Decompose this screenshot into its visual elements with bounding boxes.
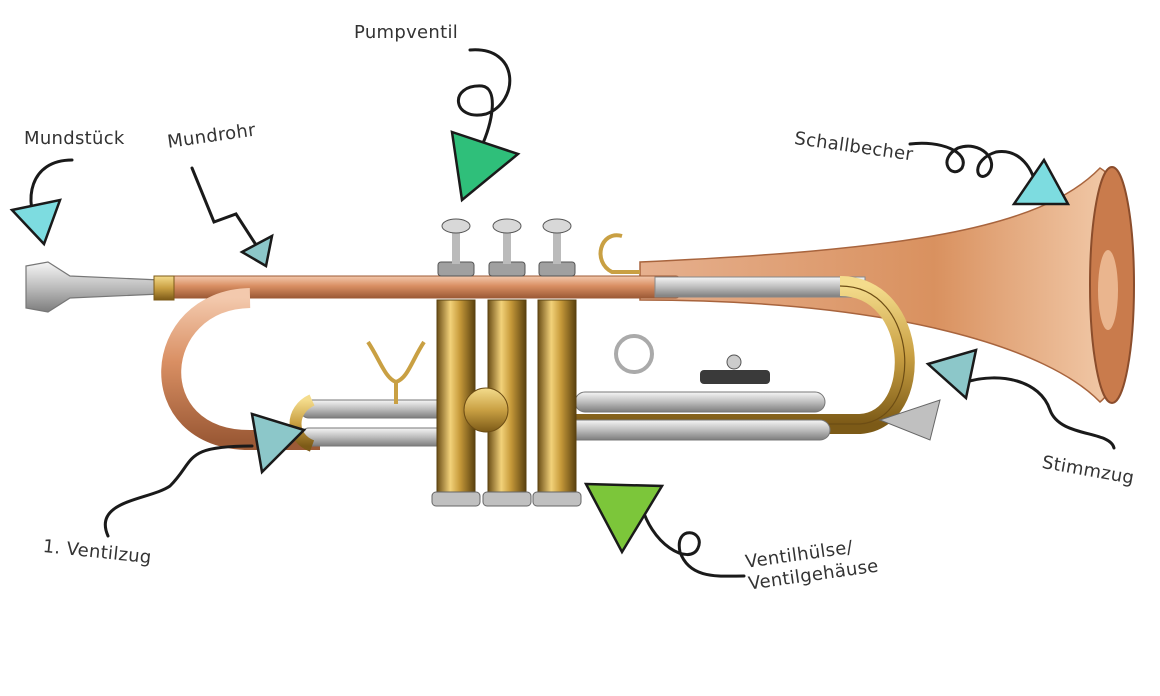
arrow-mundrohr [190, 166, 260, 250]
marker-mundstueck [9, 198, 62, 247]
marker-stimmzug [925, 348, 978, 401]
valve-casings [431, 299, 582, 507]
marker-ventilzug1 [250, 412, 307, 475]
label-pumpventil: Pumpventil [354, 22, 459, 43]
arrow-pumpventil [456, 48, 512, 152]
label-mundstueck: Mundstück [24, 128, 125, 149]
slide-ring [614, 334, 654, 374]
finger-hook [598, 233, 640, 274]
arrow-ventilzug1 [103, 444, 254, 538]
marker-schallbecher [1011, 157, 1071, 206]
lower-loop [161, 288, 320, 450]
marker-pumpventil [450, 130, 521, 203]
marker-ventilhuelse [583, 482, 665, 555]
arrow-stimmzug [964, 376, 1116, 450]
valve-buttons [437, 218, 576, 277]
arrow-schallbecher [908, 141, 1038, 190]
marker-mundrohr [239, 233, 274, 268]
arrow-ventilhuelse [638, 498, 746, 578]
